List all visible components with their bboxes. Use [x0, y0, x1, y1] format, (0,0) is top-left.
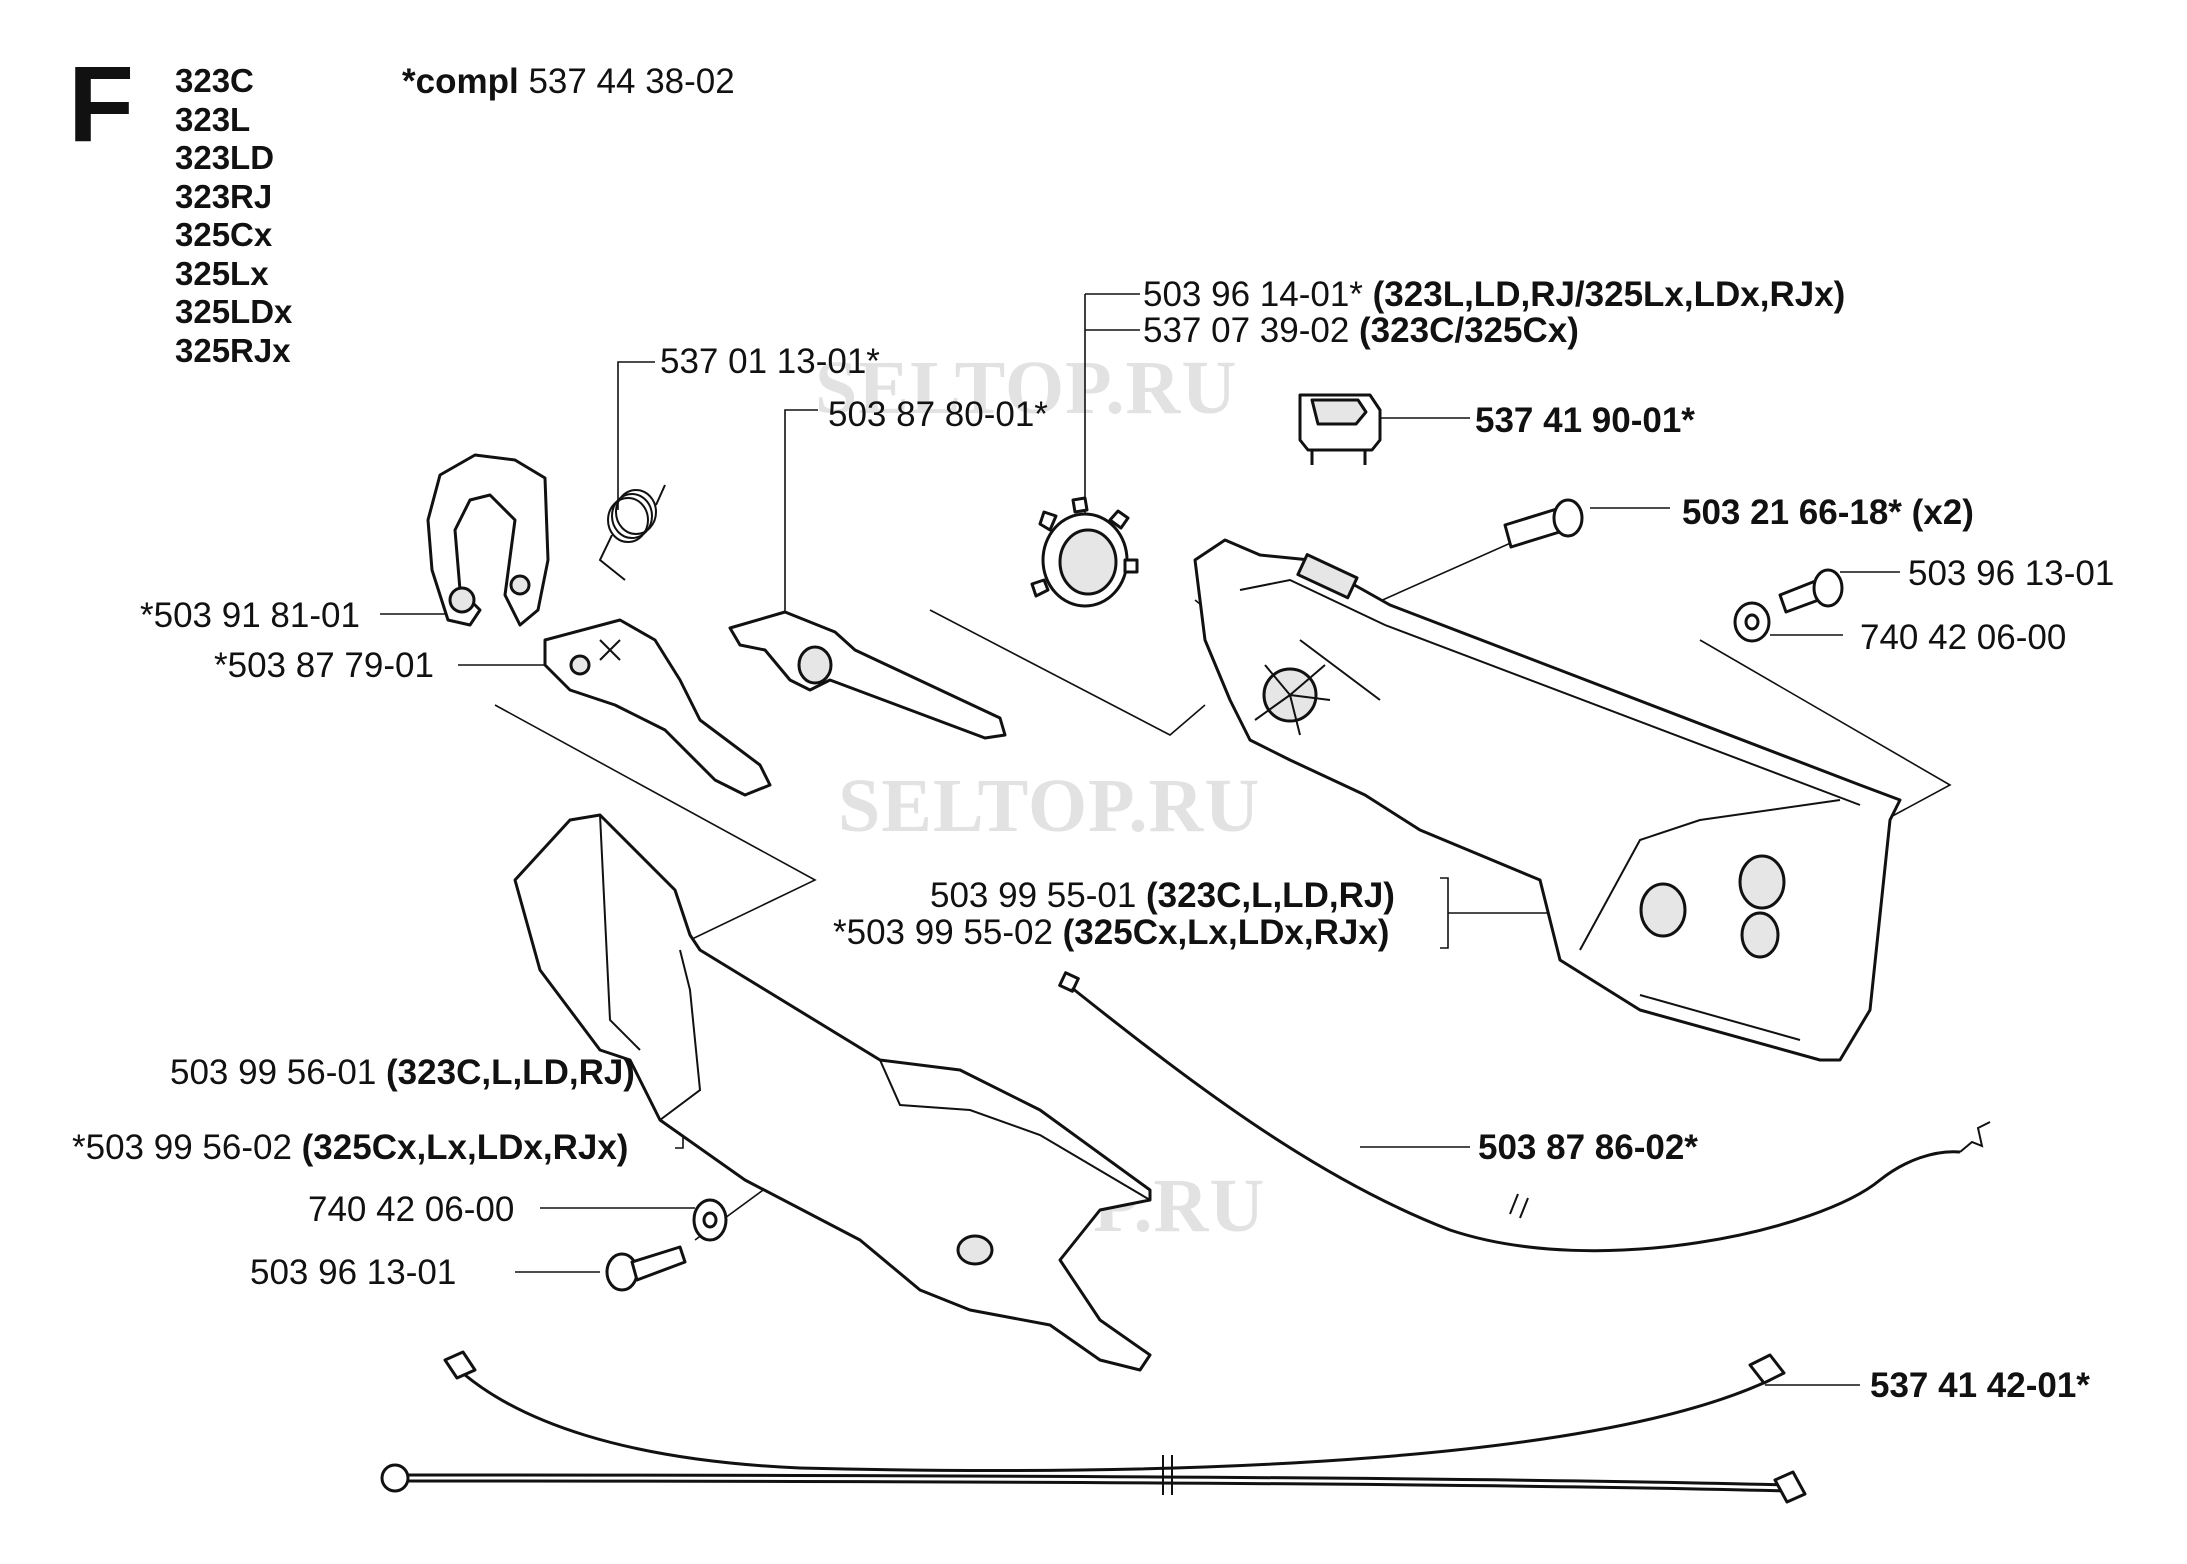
grip-housing-left-part: [513, 813, 1152, 1372]
part-label: *503 87 79-01: [214, 648, 434, 683]
part-number: 740 42 06-00: [308, 1190, 515, 1229]
part-number: *503 99 55-02: [833, 913, 1053, 952]
watermark: SELTOP.RU: [815, 346, 1238, 430]
part-label: *503 91 81-01: [140, 598, 360, 633]
part-label: 503 21 66-18* (x2): [1682, 495, 1974, 530]
part-label: 503 87 86-02*: [1478, 1130, 1698, 1165]
assembly-line: [929, 609, 1206, 736]
leader-line: [617, 361, 655, 510]
clamp-bracket-part: [426, 453, 550, 627]
model-name: 323LD: [175, 139, 275, 176]
model-name: 325LDx: [175, 293, 293, 330]
model-name: 325Cx: [175, 216, 273, 253]
model-name: 323L: [175, 100, 251, 138]
part-number: 503 96 14-01*: [1143, 275, 1363, 314]
throttle-trigger-part: [543, 618, 772, 797]
section-letter: F: [68, 43, 134, 164]
leader-line: [1084, 293, 1140, 520]
handle-housing-right-part: [1193, 538, 1902, 1062]
part-number: 537 41 90-01*: [1475, 401, 1695, 440]
part-number: 537 41 42-01*: [1870, 1366, 2090, 1405]
part-number: 503 21 66-18* (x2): [1682, 493, 1974, 532]
part-label: 537 07 39-02 (323C/325Cx): [1143, 313, 1579, 348]
assembly-line: [494, 704, 817, 941]
lockout-lever-part: [728, 610, 1007, 740]
part-number: *503 99 56-02: [72, 1128, 292, 1167]
part-label: 740 42 06-00: [1860, 620, 2066, 655]
compl-number: 537 44 38-02: [528, 62, 735, 101]
part-note: (323C,L,LD,RJ): [1146, 876, 1395, 915]
part-label: 537 41 90-01*: [1475, 403, 1695, 438]
compl-kit-label: *compl 537 44 38-02: [402, 64, 735, 99]
wire-harness-part: [380, 1350, 1807, 1504]
throttle-cable-part: [1058, 971, 1991, 1253]
assembly-line: [1699, 639, 1952, 821]
part-label: *503 99 55-02 (325Cx,Lx,LDx,RJx): [833, 915, 1389, 950]
part-number: *503 87 79-01: [214, 646, 434, 685]
part-note: (325Cx,Lx,LDx,RJx): [1062, 913, 1390, 952]
part-number: 503 96 13-01: [250, 1253, 457, 1292]
model-name: 325Lx: [175, 254, 269, 292]
ring-nut-part: [1030, 496, 1139, 608]
part-note: (323C,L,LD,RJ): [386, 1053, 635, 1092]
part-label: 537 01 13-01*: [660, 344, 880, 379]
screw-part: [1503, 498, 1584, 549]
model-list: 323C 323L 323LD 323RJ 325Cx 325Lx 325LDx…: [175, 62, 292, 370]
model-name: 323C: [175, 62, 254, 99]
leader-line: [784, 409, 818, 615]
part-label: 503 99 56-01 (323C,L,LD,RJ): [170, 1055, 635, 1090]
part-number: 503 87 80-01*: [828, 395, 1048, 434]
watermark: SELTOP.RU: [838, 764, 1261, 848]
part-number: 740 42 06-00: [1860, 618, 2067, 657]
torsion-spring-part: [598, 484, 666, 581]
compl-prefix: *compl: [402, 62, 519, 101]
model-name: 325RJx: [175, 331, 291, 369]
switch-part: [1298, 393, 1382, 465]
part-note: (325Cx,Lx,LDx,RJx): [301, 1128, 629, 1167]
part-label: *503 99 56-02 (325Cx,Lx,LDx,RJx): [72, 1130, 628, 1165]
model-name: 323RJ: [175, 177, 273, 215]
part-number: 503 99 55-01: [930, 876, 1137, 915]
part-note: (323L,LD,RJ/325Lx,LDx,RJx): [1372, 275, 1846, 314]
part-label: 503 96 14-01* (323L,LD,RJ/325Lx,LDx,RJx): [1143, 277, 1845, 312]
screw-part: [605, 1245, 687, 1292]
washer-part: [1733, 601, 1771, 643]
part-label: 503 96 13-01: [1908, 556, 2114, 591]
washer-part: [692, 1198, 728, 1242]
part-number: *503 91 81-01: [140, 596, 360, 635]
part-number: 537 01 13-01*: [660, 342, 880, 381]
part-note: (323C/325Cx): [1359, 311, 1579, 350]
part-label: 740 42 06-00: [308, 1192, 514, 1227]
part-number: 503 87 86-02*: [1478, 1128, 1698, 1167]
part-label: 503 96 13-01: [250, 1255, 456, 1290]
part-number: 537 07 39-02: [1143, 311, 1350, 350]
screw-part: [1778, 568, 1844, 614]
part-label: 537 41 42-01*: [1870, 1368, 2090, 1403]
part-label: 503 87 80-01*: [828, 397, 1048, 432]
part-label: 503 99 55-01 (323C,L,LD,RJ): [930, 878, 1395, 913]
part-number: 503 99 56-01: [170, 1053, 377, 1092]
part-number: 503 96 13-01: [1908, 554, 2115, 593]
